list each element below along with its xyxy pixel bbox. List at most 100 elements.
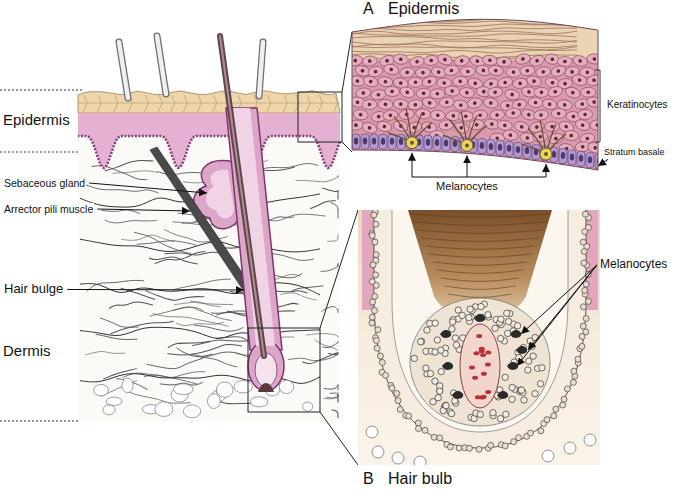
skin-section xyxy=(78,32,358,465)
matrix-cell xyxy=(498,316,504,322)
matrix-cell xyxy=(521,397,527,403)
epidermis-layer xyxy=(78,113,340,168)
part-label: Hair bulge xyxy=(3,282,64,297)
corneum-cell xyxy=(144,95,148,112)
collagen-fiber xyxy=(292,286,324,291)
sheath-cell xyxy=(575,356,581,362)
keratinocyte xyxy=(361,121,379,135)
basal-nucleus xyxy=(444,140,448,147)
sheath-cell xyxy=(375,327,381,333)
matrix-cell xyxy=(525,367,531,373)
basal-cell xyxy=(568,150,576,165)
panel-letter: B xyxy=(363,470,374,488)
sheath-cell xyxy=(466,445,472,451)
papilla-vessels xyxy=(469,334,491,399)
matrix-cell xyxy=(514,323,520,329)
sheath-cell xyxy=(580,239,586,245)
matrix-cell xyxy=(450,319,456,325)
basal-cell xyxy=(388,134,396,149)
basal-nucleus xyxy=(426,139,430,146)
sheath-cell xyxy=(395,398,401,404)
collagen-fiber xyxy=(105,220,157,223)
collagen-fiber xyxy=(92,166,147,180)
melanocyte xyxy=(406,137,418,149)
dermal-cell xyxy=(392,452,404,464)
bracket xyxy=(595,70,600,142)
basal-nucleus xyxy=(354,138,358,145)
dermal-cell xyxy=(372,446,384,458)
keratinocyte xyxy=(482,96,499,110)
sheath-cell xyxy=(372,239,378,245)
sheath-cell xyxy=(369,233,375,239)
hair-bulb-inset xyxy=(358,209,600,468)
sheath-cell xyxy=(447,444,453,450)
keratinocyte xyxy=(535,66,552,79)
melanocyte-cells xyxy=(388,109,566,160)
cell-label: Melanocytes xyxy=(436,180,498,193)
sheath-cell xyxy=(528,430,534,436)
blood-cell xyxy=(475,395,481,399)
sheath-cell xyxy=(373,221,379,227)
dermal-cell xyxy=(584,434,596,446)
shaft-cells xyxy=(410,214,550,297)
sheath-cell xyxy=(580,304,586,310)
melanocyte-cells xyxy=(440,314,527,399)
matrix-cell xyxy=(466,314,472,320)
dermal-cell xyxy=(564,442,576,454)
melanocyte xyxy=(440,330,451,338)
sheath-cell xyxy=(371,308,377,314)
basal-nucleus xyxy=(525,147,529,154)
keratinocyte xyxy=(533,109,549,121)
basal-nucleus xyxy=(498,144,502,151)
basal-nucleus xyxy=(570,153,574,160)
keratinocyte xyxy=(497,119,513,131)
inset-outline xyxy=(352,19,598,170)
hair-matrix xyxy=(410,298,550,426)
basal-cell xyxy=(424,135,432,150)
sheath-cell xyxy=(431,434,437,440)
matrix-cell xyxy=(525,358,531,364)
keratinocyte xyxy=(453,99,470,112)
sheath-cell xyxy=(373,252,379,258)
corneum-line xyxy=(352,46,577,49)
corneum-cell xyxy=(78,103,340,104)
melanocyte xyxy=(516,346,527,354)
shaft-cell xyxy=(433,262,527,265)
keratinocyte xyxy=(370,89,386,101)
basal-nucleus xyxy=(516,146,520,153)
sheath-cell xyxy=(394,390,400,396)
sheath-cell xyxy=(583,281,589,287)
sheath-cell xyxy=(585,298,591,304)
fat-cell xyxy=(207,394,220,409)
basal-cell xyxy=(496,140,504,155)
basal-cell xyxy=(361,134,369,149)
sheath-cell xyxy=(389,385,395,391)
dermal-cells xyxy=(366,426,596,465)
part-label: Arrector pili muscle xyxy=(3,203,94,215)
keratinocyte xyxy=(564,85,582,100)
basal-nucleus xyxy=(597,158,601,165)
corneum-cells xyxy=(78,95,340,112)
melanocyte xyxy=(474,314,485,322)
keratinocyte xyxy=(376,120,393,134)
melanocyte-nucleus xyxy=(465,143,469,147)
collagen-fiber xyxy=(101,210,140,214)
fat-cell xyxy=(94,384,109,395)
shaft-cell xyxy=(418,230,543,233)
collagen-fiber xyxy=(330,393,338,402)
sheath-cell xyxy=(553,406,559,412)
sheath-cell xyxy=(515,435,521,441)
layer-label: Stratum basale xyxy=(604,147,665,157)
corneum-cell xyxy=(158,95,162,112)
collagen-fiber xyxy=(262,164,318,170)
keratinocyte xyxy=(459,87,475,99)
sheath-cell xyxy=(397,406,403,412)
collagen-fiber xyxy=(121,235,174,241)
corneum-cell xyxy=(197,95,201,112)
sheath-cell xyxy=(582,211,588,217)
corneum-cell xyxy=(114,95,118,112)
sheath-cell xyxy=(374,345,380,351)
keratinocyte xyxy=(458,111,473,121)
matrix-cell xyxy=(505,330,511,336)
